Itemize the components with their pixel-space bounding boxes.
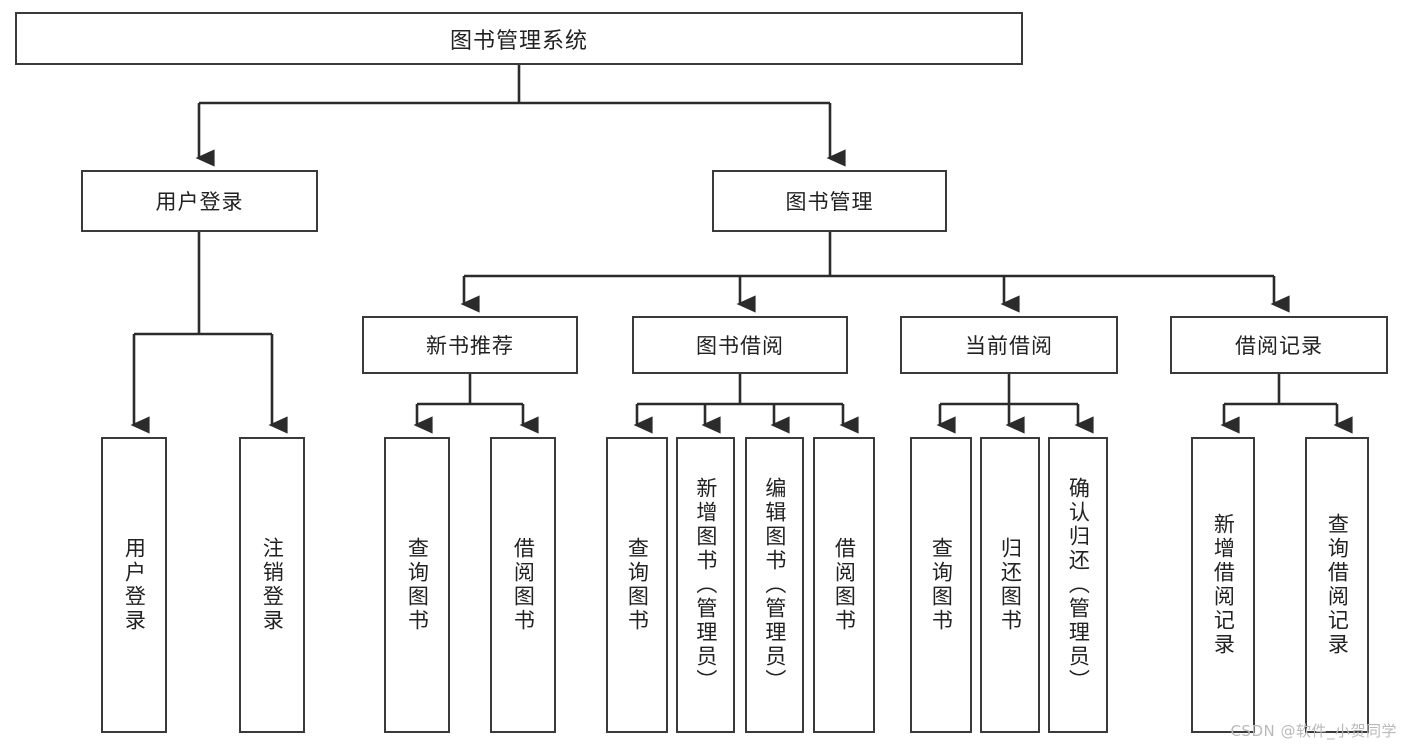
node-current-borrow[interactable]: 当前借阅 <box>900 316 1118 374</box>
leaf-label: 用户登录 <box>122 537 147 633</box>
node-book-manage[interactable]: 图书管理 <box>712 170 947 232</box>
leaf-label: 编辑图书（管理员） <box>762 477 787 693</box>
leaf-label: 新增图书（管理员） <box>693 477 718 693</box>
leaf-return-book[interactable]: 归还图书 <box>980 437 1040 733</box>
leaf-label: 确认归还（管理员） <box>1066 477 1091 693</box>
leaf-label: 新增借阅记录 <box>1211 513 1236 657</box>
leaf-label: 查询借阅记录 <box>1325 513 1350 657</box>
leaf-label: 借阅图书 <box>832 537 857 633</box>
leaf-borrow-book[interactable]: 借阅图书 <box>813 437 875 733</box>
leaf-user-login[interactable]: 用户登录 <box>101 437 167 733</box>
leaf-edit-book-admin[interactable]: 编辑图书（管理员） <box>745 437 804 733</box>
node-label: 借阅记录 <box>1235 334 1323 358</box>
leaf-logout-login[interactable]: 注销登录 <box>239 437 305 733</box>
leaf-confirm-return-admin[interactable]: 确认归还（管理员） <box>1048 437 1108 733</box>
node-label: 用户登录 <box>155 190 244 214</box>
leaf-add-book-admin[interactable]: 新增图书（管理员） <box>676 437 735 733</box>
leaf-label: 注销登录 <box>260 537 285 633</box>
leaf-label: 查询图书 <box>405 537 430 633</box>
leaf-query-book-borrow[interactable]: 查询图书 <box>606 437 668 733</box>
node-label: 图书管理 <box>785 190 874 214</box>
leaf-query-book-newrec[interactable]: 查询图书 <box>384 437 450 733</box>
node-label: 图书借阅 <box>696 334 784 358</box>
node-user-login[interactable]: 用户登录 <box>81 170 318 232</box>
node-book-borrow[interactable]: 图书借阅 <box>632 316 848 374</box>
leaf-borrow-book-newrec[interactable]: 借阅图书 <box>490 437 556 733</box>
leaf-query-book-current[interactable]: 查询图书 <box>910 437 972 733</box>
node-new-book-recommend[interactable]: 新书推荐 <box>362 316 578 374</box>
node-label: 图书管理系统 <box>449 28 588 54</box>
leaf-label: 查询图书 <box>625 537 650 633</box>
leaf-query-borrow-record[interactable]: 查询借阅记录 <box>1305 437 1369 733</box>
leaf-add-borrow-record[interactable]: 新增借阅记录 <box>1191 437 1255 733</box>
node-label: 当前借阅 <box>965 334 1053 358</box>
leaf-label: 查询图书 <box>929 537 954 633</box>
node-root-system[interactable]: 图书管理系统 <box>15 12 1023 65</box>
leaf-label: 借阅图书 <box>511 537 536 633</box>
node-borrow-record[interactable]: 借阅记录 <box>1170 316 1388 374</box>
node-label: 新书推荐 <box>426 334 514 358</box>
leaf-label: 归还图书 <box>998 537 1023 633</box>
